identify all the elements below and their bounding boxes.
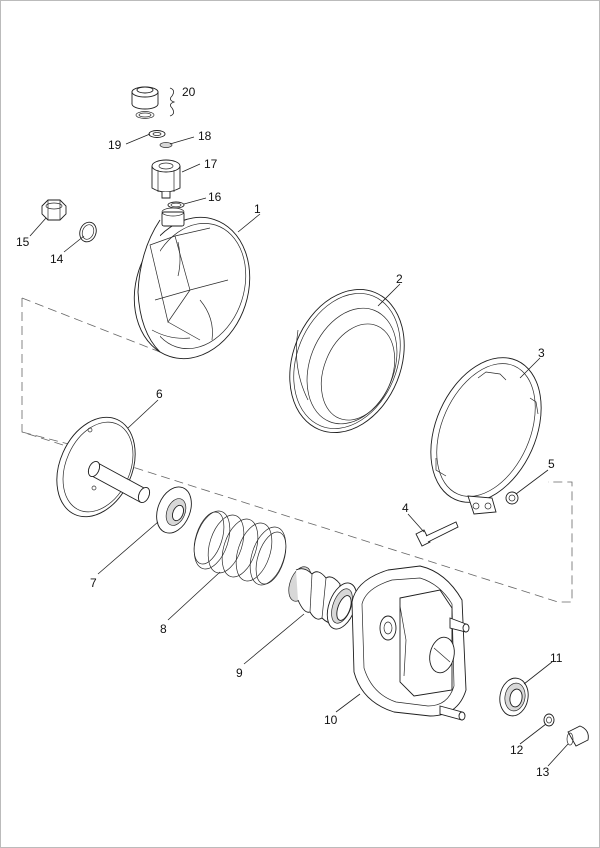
part-8-spring <box>193 510 287 586</box>
part-10-housing-cover <box>351 565 470 721</box>
part-9-boot <box>288 566 358 630</box>
callout-11: 11 <box>550 651 563 665</box>
part-19-nut <box>148 130 166 138</box>
callout-2: 2 <box>396 272 403 286</box>
callout-18: 18 <box>198 129 212 143</box>
callout-20: 20 <box>182 85 196 99</box>
part-17-bushing <box>151 159 181 199</box>
callout-14: 14 <box>50 252 64 266</box>
callout-13: 13 <box>536 765 550 779</box>
part-4-bolt <box>415 521 459 547</box>
callout-4: 4 <box>402 501 409 515</box>
callout-labels: 1 2 3 4 5 6 7 8 9 10 11 12 13 14 15 16 1… <box>16 85 563 779</box>
part-6-sheave-shaft <box>56 416 151 518</box>
assembly-boundary <box>21 298 573 603</box>
callout-7: 7 <box>90 576 97 590</box>
part-20-cap <box>131 86 159 119</box>
part-16-o-ring <box>167 201 185 209</box>
part-18-washer <box>159 142 173 148</box>
part-14-gasket <box>79 221 97 243</box>
part-3-retaining-band <box>430 357 542 515</box>
part-15-plug-bolt <box>41 199 67 221</box>
part-13-pin <box>566 725 589 747</box>
callout-5: 5 <box>548 457 555 471</box>
part-2-pulley-half <box>289 289 405 433</box>
callout-15: 15 <box>16 235 30 249</box>
part-5-nut <box>505 491 519 505</box>
callout-3: 3 <box>538 346 545 360</box>
part-12-washer <box>543 713 555 727</box>
callout-1: 1 <box>254 202 261 216</box>
callout-12: 12 <box>510 743 524 757</box>
callout-8: 8 <box>160 622 167 636</box>
callout-16: 16 <box>208 190 222 204</box>
callout-19: 19 <box>108 138 122 152</box>
callout-17: 17 <box>204 157 218 171</box>
callout-6: 6 <box>156 387 163 401</box>
part-1-pulley-housing <box>133 207 251 360</box>
callout-9: 9 <box>236 666 243 680</box>
leader-lines <box>29 133 569 767</box>
part-7-spring-seat <box>156 486 192 534</box>
part-11-seal <box>499 677 529 717</box>
callout-10: 10 <box>324 713 338 727</box>
